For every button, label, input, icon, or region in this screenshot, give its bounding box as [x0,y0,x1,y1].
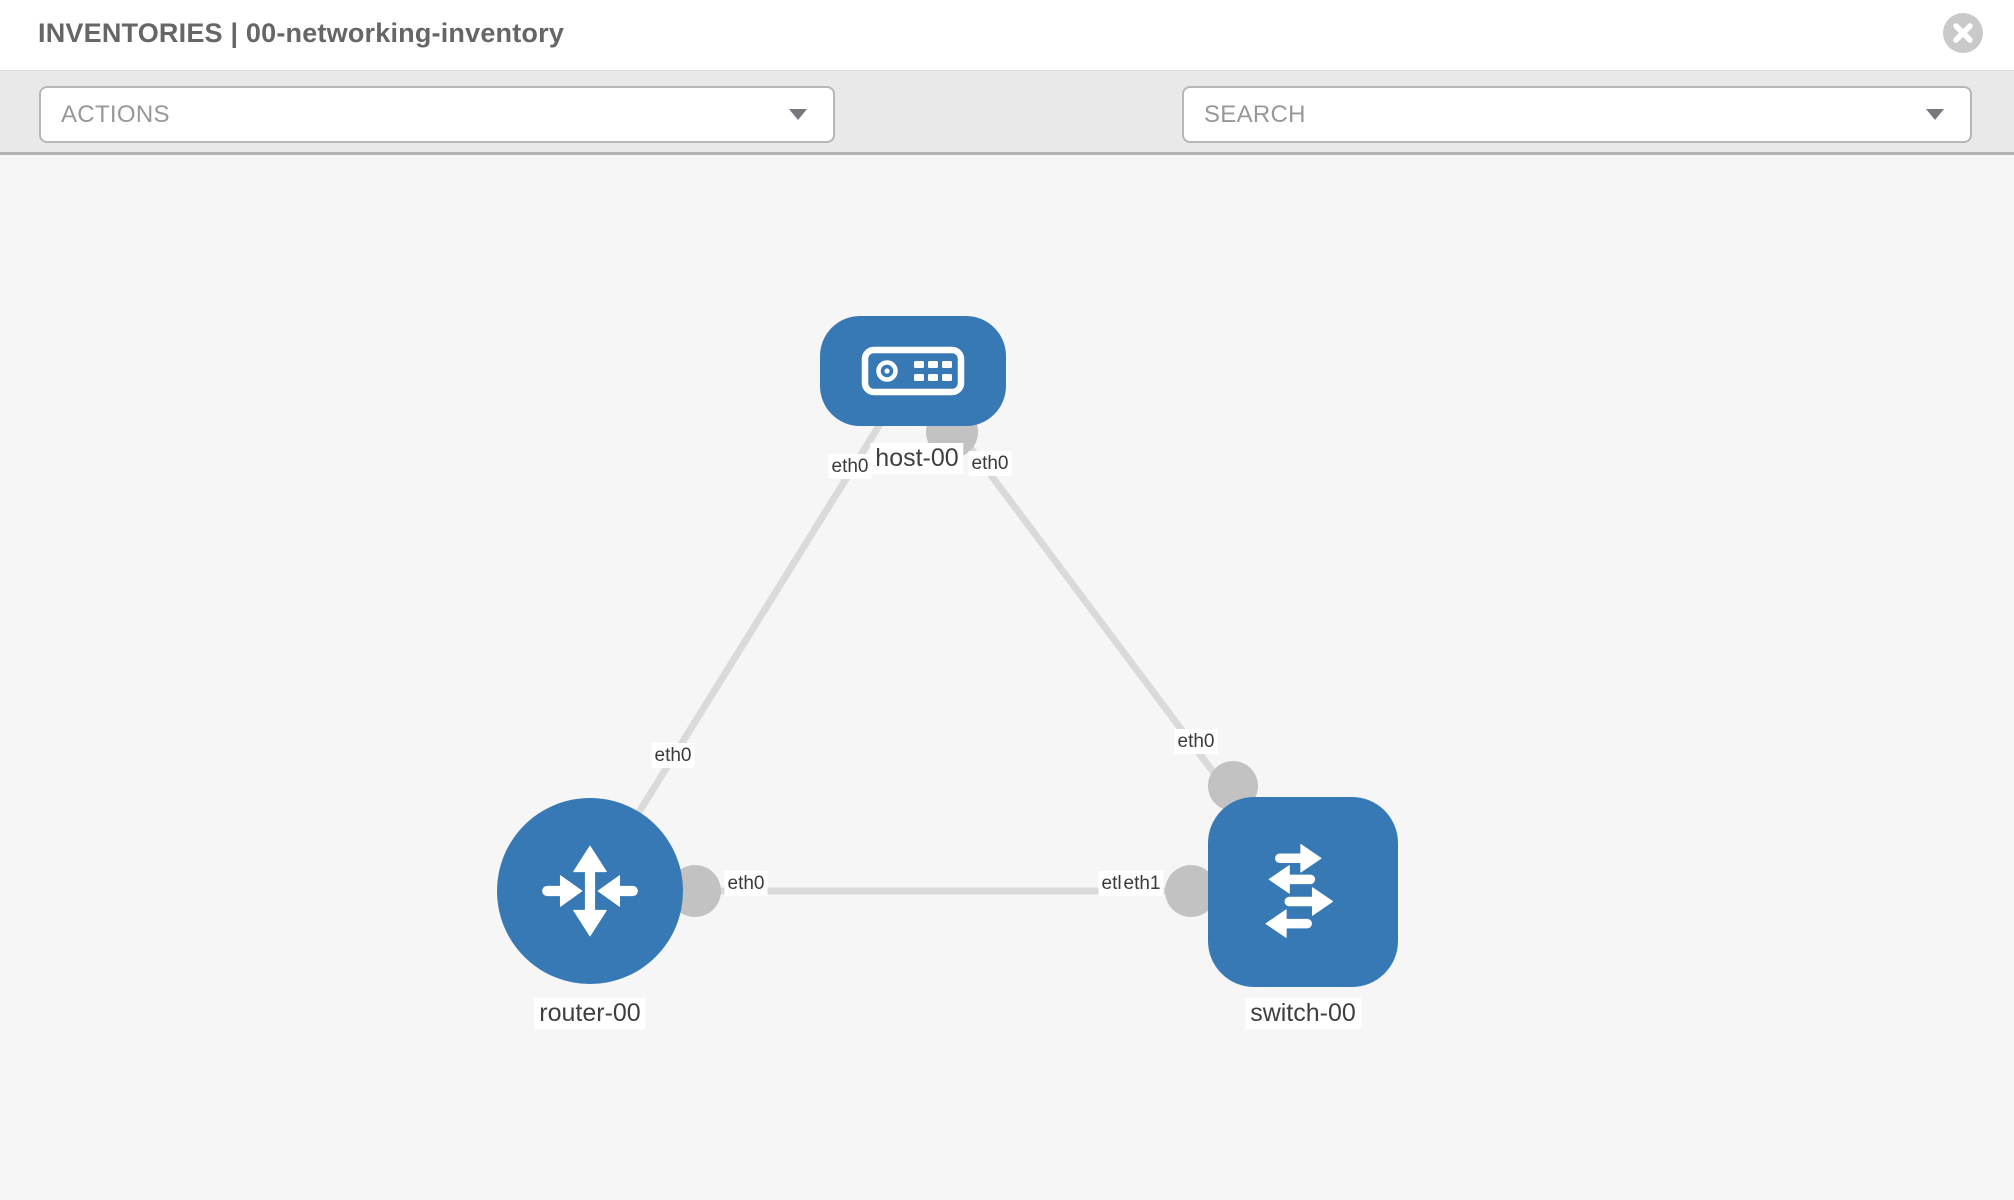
actions-dropdown-label: ACTIONS [61,100,170,128]
page-title: INVENTORIES | 00-networking-inventory [38,18,565,48]
links-layer [587,368,1306,917]
router-arrows-icon [542,845,638,937]
node-label-host: host-00 [870,443,964,474]
iface-label-router-eth0-side: eth0 [724,871,768,896]
node-switch-00[interactable] [1208,797,1398,987]
chevron-down-icon [1926,109,1944,120]
iface-label-host-eth0-right: eth0 [968,451,1012,476]
header-bar: INVENTORIES | 00-networking-inventory [0,0,2014,71]
node-host-00[interactable] [820,316,1006,426]
server-icon [861,346,965,396]
toolbar: ACTIONS SEARCH [0,71,2014,201]
node-label-switch: switch-00 [1245,998,1361,1029]
port-circle-switch-left[interactable] [1165,865,1217,917]
node-label-router: router-00 [534,998,646,1029]
iface-label-switch-eth0-up: eth0 [1174,729,1218,754]
close-icon [1953,23,1973,43]
node-router-00[interactable] [497,798,683,984]
actions-dropdown[interactable]: ACTIONS [39,86,835,143]
iface-label-switch-eth1: eth1 [1120,871,1164,896]
topology-canvas[interactable]: host-00 router-00 switch-00 eth0 eth0 et… [0,155,2014,1200]
search-dropdown[interactable]: SEARCH [1182,86,1972,143]
iface-label-host-eth0-left: eth0 [828,454,872,479]
close-button[interactable] [1943,13,1983,53]
iface-label-router-eth0-up: eth0 [651,743,695,768]
chevron-down-icon [789,109,807,120]
search-dropdown-label: SEARCH [1204,100,1306,128]
switch-arrows-icon [1265,844,1334,938]
